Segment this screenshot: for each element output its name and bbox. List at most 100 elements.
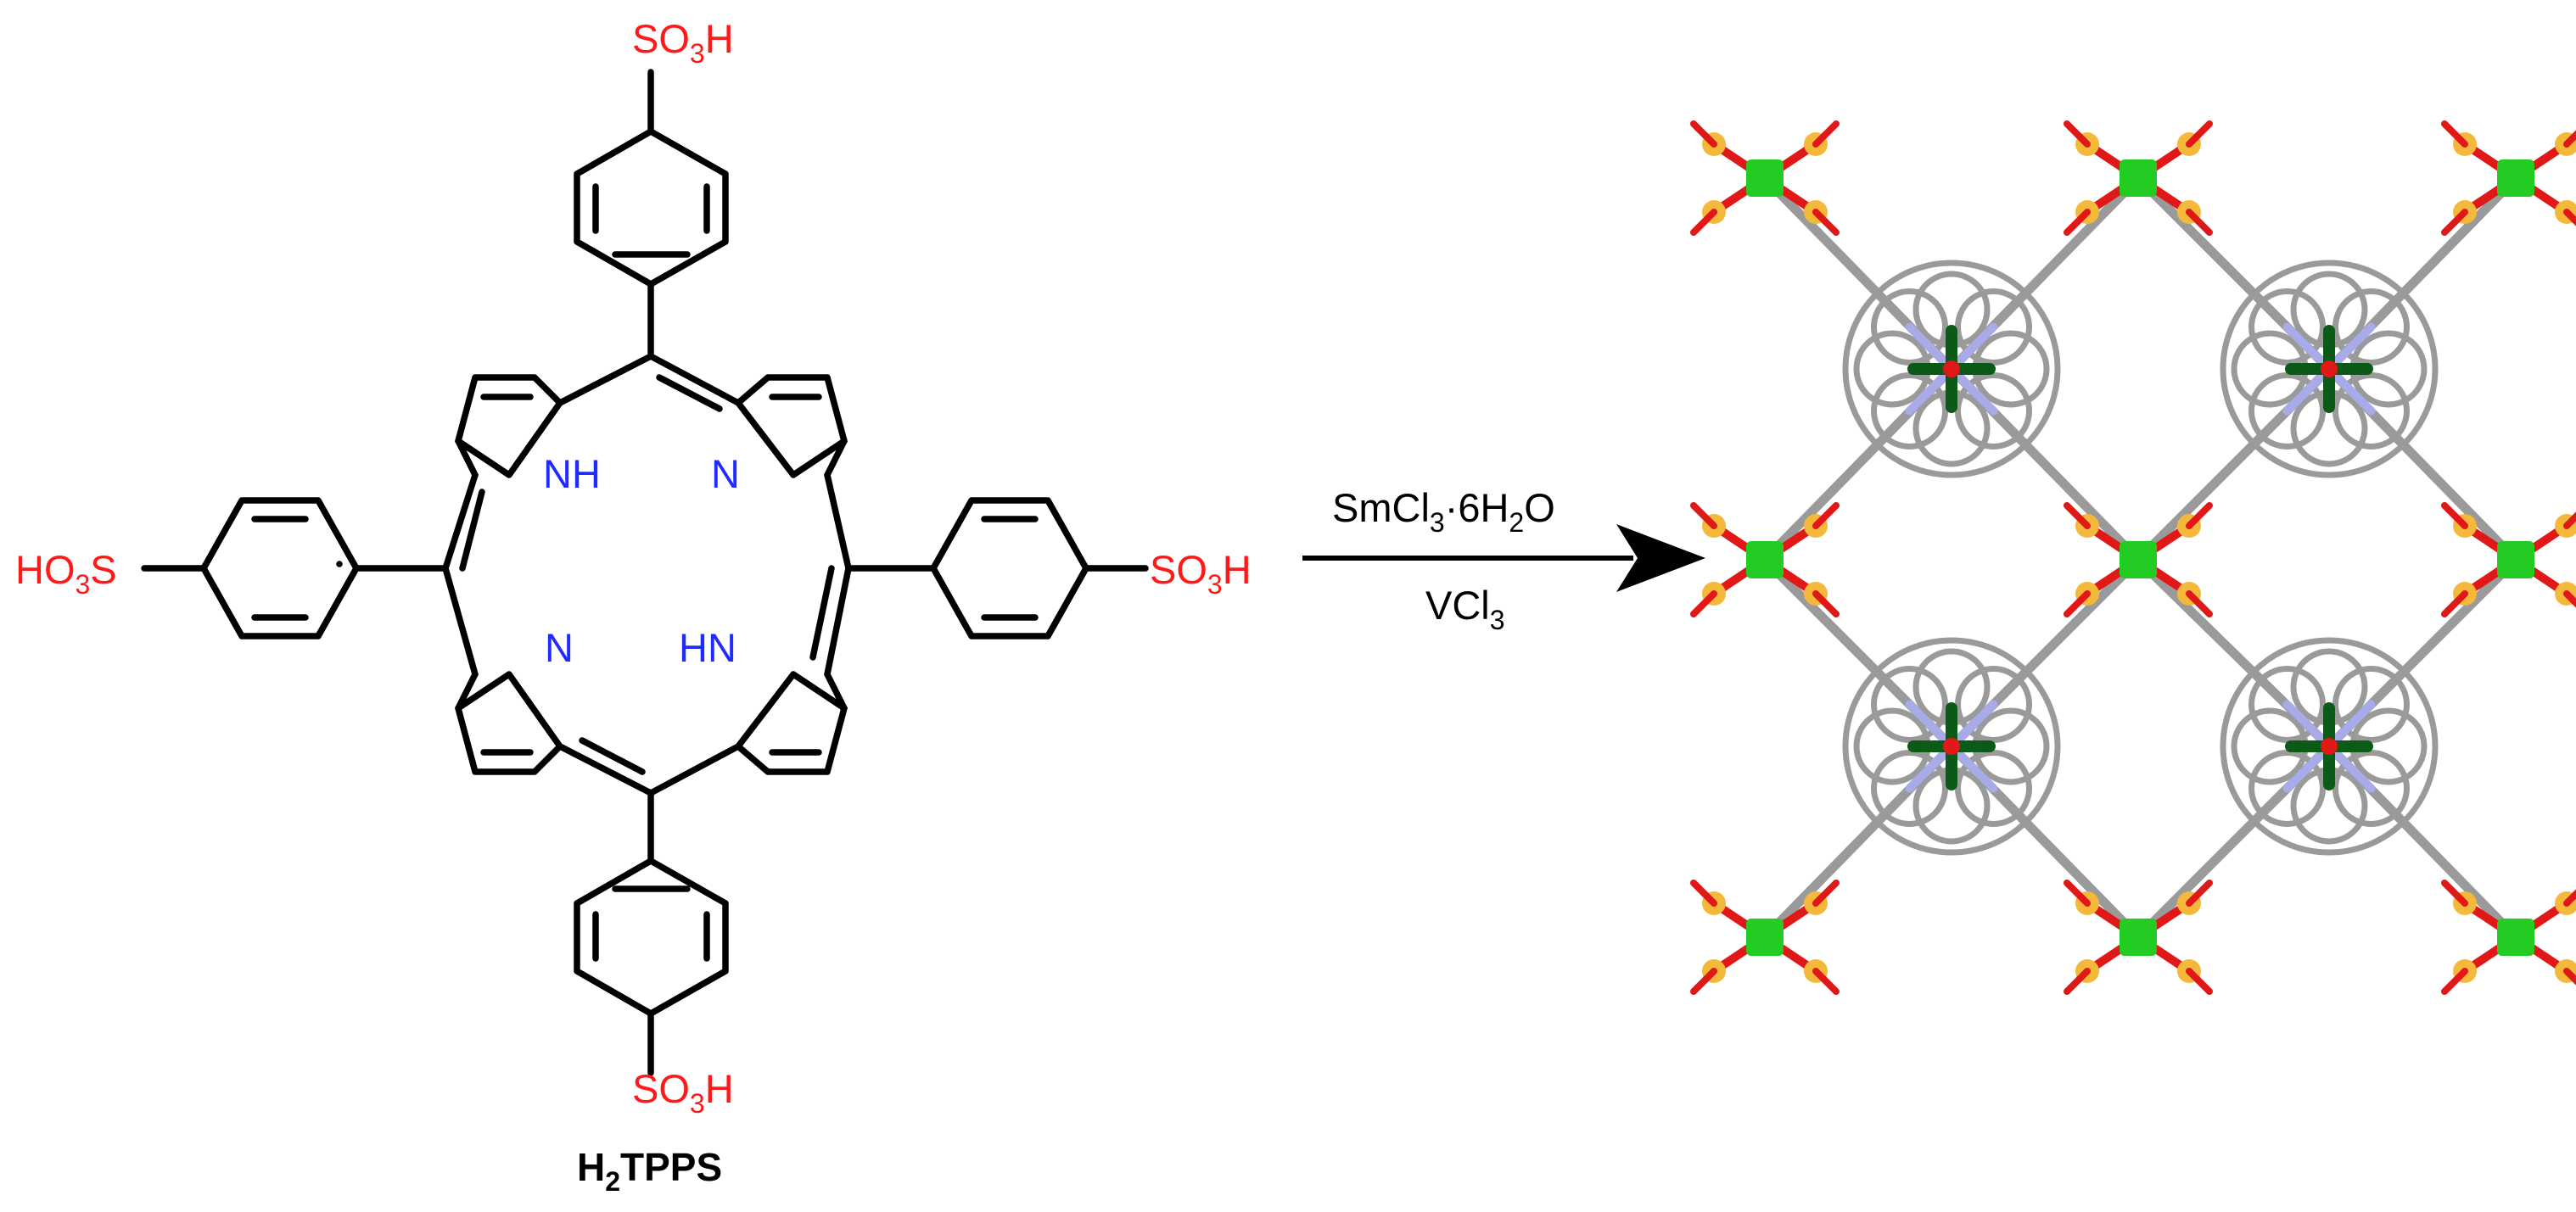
so3-o-bond xyxy=(1690,968,1717,995)
so3-o-bond xyxy=(2563,511,2576,529)
porphyrin-outline xyxy=(2220,637,2439,856)
nh-upper-label: NH xyxy=(543,451,601,496)
so3-o-bond xyxy=(1690,502,1717,529)
porphyrin-n-bond xyxy=(1947,700,1998,751)
porphyrin-ring xyxy=(2332,749,2410,827)
porphyrin-n-bond xyxy=(1905,365,1956,416)
so3-o-bond xyxy=(2563,130,2576,148)
n-upper-label: N xyxy=(711,451,740,496)
so3-o-bond xyxy=(2563,209,2576,226)
so3-o-bond xyxy=(2441,880,2468,907)
crystal-structure-icon xyxy=(1690,120,2576,995)
porphyrin-ring xyxy=(2248,666,2327,744)
compound-name: H2TPPS xyxy=(577,1145,722,1197)
ho3s-left-label: HO3S xyxy=(15,547,117,600)
metal-node xyxy=(2120,919,2157,956)
so3-o-bond xyxy=(1812,590,1840,617)
so3-o-bond xyxy=(1812,968,1840,995)
so3-o-bond xyxy=(2563,968,2576,986)
so3-o-bond xyxy=(2441,120,2468,148)
so3-o-bond xyxy=(1690,120,1717,148)
porphyrin-ring xyxy=(1871,666,1949,744)
metal-center xyxy=(1943,738,1960,755)
porphyrin-outline xyxy=(2220,260,2439,478)
so3-o-bond xyxy=(2563,590,2576,608)
so3-o-bond xyxy=(2064,502,2091,529)
porphyrin-ring xyxy=(1954,749,2032,827)
so3-o-bond xyxy=(2186,120,2213,148)
so3-o-bond xyxy=(1690,590,1717,617)
porphyrin-ring xyxy=(2248,288,2327,366)
porphyrin-core xyxy=(442,353,852,796)
so3-o-bond xyxy=(2441,502,2468,529)
porphyrin-n-bond xyxy=(1905,322,1956,373)
so3-o-bond xyxy=(2186,968,2213,995)
arrow-head xyxy=(1616,524,1705,592)
metal-node xyxy=(1746,919,1784,956)
reaction-arrow: SmCl3·6H2O VCl3 xyxy=(1302,485,1705,635)
porphyrin-n-bond xyxy=(1905,700,1956,751)
porphyrin-ring xyxy=(2248,749,2327,827)
porphyrin-n-bond xyxy=(2325,742,2376,793)
so3-o-bond xyxy=(1812,209,1840,236)
metal-node xyxy=(1746,159,1784,197)
porphyrin-outline xyxy=(1842,260,2061,478)
hn-lower-label: HN xyxy=(679,625,736,670)
porphyrin-n-bond xyxy=(1947,365,1998,416)
metal-center xyxy=(2321,738,2338,755)
so3-o-bond xyxy=(2186,590,2213,617)
so3h-top-label: SO3H xyxy=(632,16,734,69)
metal-center xyxy=(2321,360,2338,377)
so3-o-bond xyxy=(1690,209,1717,236)
so3-o-bond xyxy=(1812,502,1840,529)
porphyrin-ring xyxy=(1871,371,1949,450)
porphyrin-ring xyxy=(1954,371,2032,450)
phenyl-left xyxy=(141,497,449,640)
porphyrin-n-bond xyxy=(2325,365,2376,416)
porphyrin-ring xyxy=(1954,666,2032,744)
so3-o-bond xyxy=(2186,502,2213,529)
so3h-bottom-label: SO3H xyxy=(632,1066,734,1119)
so3-o-bond xyxy=(2441,590,2468,617)
so3-o-bond xyxy=(2064,590,2091,617)
so3-o-bond xyxy=(2064,968,2091,995)
n-lower-label: N xyxy=(545,625,574,670)
porphyrin-n-bond xyxy=(1947,742,1998,793)
so3-o-bond xyxy=(1812,120,1840,148)
porphyrin-n-bond xyxy=(2282,322,2333,373)
so3-o-bond xyxy=(1812,880,1840,907)
porphyrin-ring xyxy=(2332,371,2410,450)
porphyrin-ring xyxy=(1954,288,2032,366)
so3h-right-label: SO3H xyxy=(1150,547,1252,600)
so3-o-bond xyxy=(2064,880,2091,907)
porphyrin-n-bond xyxy=(1947,322,1998,373)
metal-node xyxy=(1746,541,1784,578)
so3-o-bond xyxy=(2064,209,2091,236)
so3-o-bond xyxy=(2186,209,2213,236)
so3-o-bond xyxy=(2064,120,2091,148)
phenyl-bottom xyxy=(574,790,729,1076)
porphyrin-n-bond xyxy=(2282,742,2333,793)
porphyrin-n-bond xyxy=(2282,365,2333,416)
porphyrin-ring xyxy=(1871,749,1949,827)
so3-o-bond xyxy=(2563,889,2576,907)
porphyrin-ring xyxy=(2332,288,2410,366)
porphyrin-n-bond xyxy=(2325,700,2376,751)
so3-o-bond xyxy=(2441,209,2468,236)
reagent-label: SmCl3·6H2O xyxy=(1332,485,1555,538)
porphyrin-ring xyxy=(2332,666,2410,744)
phenyl-top xyxy=(574,69,729,360)
h2tpps-structure: SO3H SO3H SO3H HO3S NH N N HN H2TPPS xyxy=(15,16,1252,1197)
so3-o-bond xyxy=(2441,968,2468,995)
porphyrin-ring xyxy=(1871,288,1949,366)
porphyrin-n-bond xyxy=(1905,742,1956,793)
metal-node xyxy=(2497,159,2534,197)
metal-node xyxy=(2120,159,2157,197)
porphyrin-n-bond xyxy=(2325,322,2376,373)
phenyl-right xyxy=(845,497,1149,640)
so3-o-bond xyxy=(1690,880,1717,907)
metal-node xyxy=(2120,541,2157,578)
metal-node xyxy=(2497,541,2534,578)
metal-center xyxy=(1943,360,1960,377)
